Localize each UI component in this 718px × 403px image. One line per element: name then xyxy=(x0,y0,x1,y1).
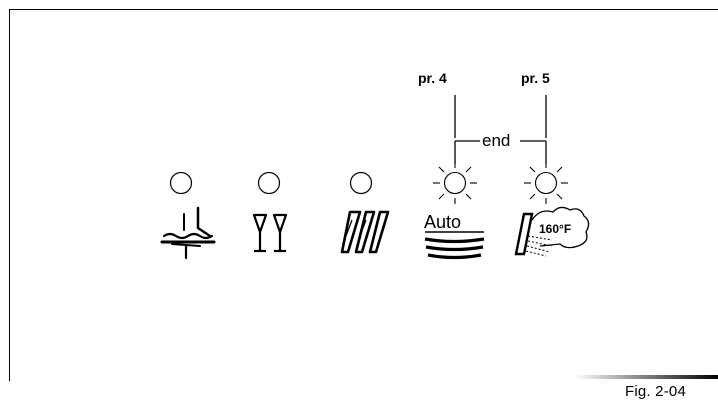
soak-prewash-icon xyxy=(160,206,216,260)
figure-label: Fig. 2-04 xyxy=(625,383,686,400)
indicator-led-2 xyxy=(257,171,281,195)
glasses-icon xyxy=(252,213,288,253)
temperature-text: 160°F xyxy=(539,222,571,236)
indicator-led-3 xyxy=(349,171,373,195)
figure-label-bar xyxy=(575,375,718,379)
indicator-led-5-lit xyxy=(524,162,568,204)
panel-border xyxy=(9,9,718,381)
sanitize-160f-icon: 160°F xyxy=(514,206,590,257)
callout-pr5: pr. 5 xyxy=(521,70,550,86)
callout-pr4: pr. 4 xyxy=(418,70,447,86)
callout-lines xyxy=(454,95,547,164)
auto-wash-icon: Auto xyxy=(424,212,485,260)
light-wash-icon xyxy=(340,210,390,254)
indicator-led-4-lit xyxy=(433,162,477,204)
auto-text: Auto xyxy=(424,212,461,232)
end-label: end xyxy=(482,131,511,150)
indicator-led-1 xyxy=(169,171,193,195)
